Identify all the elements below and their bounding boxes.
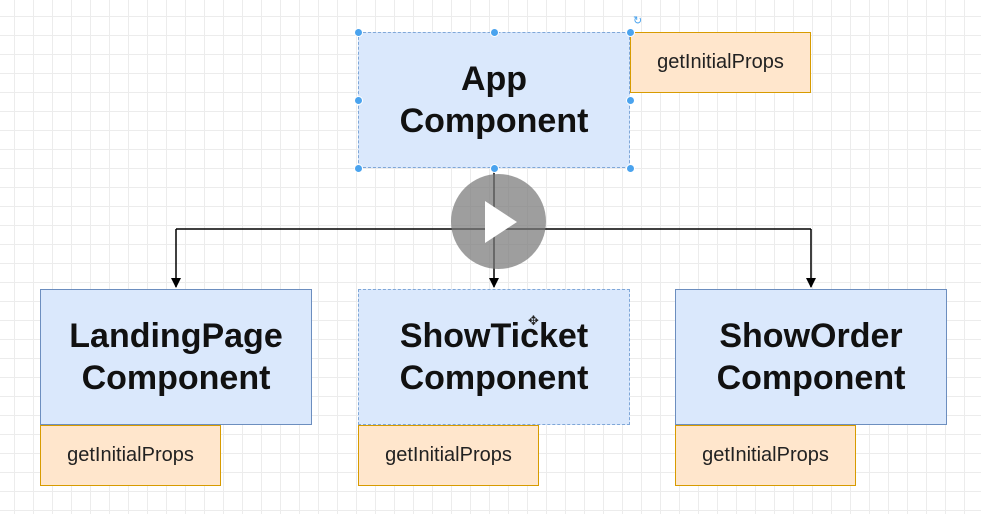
play-icon — [484, 200, 517, 243]
selection-handle-top-right[interactable] — [626, 28, 635, 37]
selection-handle-middle-left[interactable] — [354, 96, 363, 105]
app-getinitialprops-box[interactable]: getInitialProps — [630, 32, 811, 93]
selection-handle-bottom-center[interactable] — [490, 164, 499, 173]
selection-handle-bottom-right[interactable] — [626, 164, 635, 173]
selection-handle-top-center[interactable] — [490, 28, 499, 37]
landingpage-component-title: LandingPage Component — [69, 315, 282, 399]
showorder-title-line2: Component — [716, 359, 906, 397]
app-title-line1: App — [460, 60, 528, 98]
showticket-getinitialprops-box[interactable]: getInitialProps — [358, 425, 539, 486]
landingpage-component-box[interactable]: LandingPage Component — [40, 289, 312, 425]
showticket-title-line1: ShowTicket — [399, 317, 589, 355]
play-button[interactable] — [451, 174, 546, 269]
rotate-handle-icon[interactable]: ↻ — [633, 15, 643, 27]
selection-handle-middle-right[interactable] — [626, 96, 635, 105]
showorder-component-title: ShowOrder Component — [717, 315, 906, 399]
app-component-box[interactable]: App Component — [358, 32, 630, 168]
showticket-component-title: ShowTicket Component — [400, 315, 589, 399]
landingpage-getinitialprops-box[interactable]: getInitialProps — [40, 425, 221, 486]
showorder-component-box[interactable]: ShowOrder Component — [675, 289, 947, 425]
move-cursor-icon: ✥ — [528, 313, 539, 328]
app-title-line2: Component — [399, 102, 589, 140]
showorder-title-line1: ShowOrder — [719, 317, 903, 355]
landingpage-title-line1: LandingPage — [69, 317, 283, 355]
showticket-component-box[interactable]: ShowTicket Component — [358, 289, 630, 425]
showticket-title-line2: Component — [399, 359, 589, 397]
selection-handle-top-left[interactable] — [354, 28, 363, 37]
landingpage-title-line2: Component — [81, 359, 271, 397]
selection-handle-bottom-left[interactable] — [354, 164, 363, 173]
showorder-getinitialprops-box[interactable]: getInitialProps — [675, 425, 856, 486]
app-component-title: App Component — [400, 58, 589, 142]
